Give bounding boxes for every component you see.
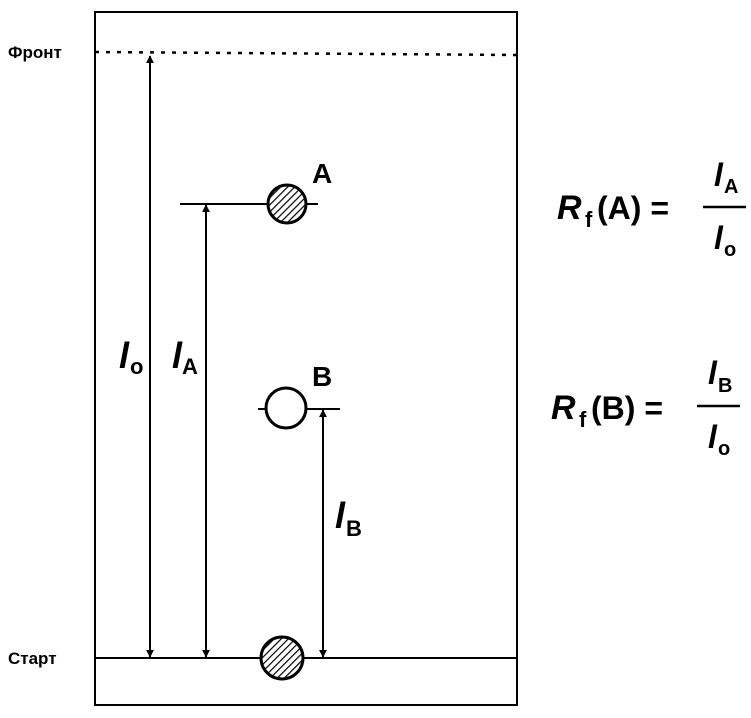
svg-text:(A) =: (A) =	[597, 190, 669, 226]
start-label: Старт	[8, 649, 57, 668]
solvent-front-line	[94, 50, 518, 57]
formula-rf-a: R f (A) = l A l o	[557, 157, 746, 261]
svg-text:R: R	[557, 189, 582, 227]
svg-text:B: B	[346, 516, 362, 541]
svg-text:o: o	[130, 354, 143, 379]
svg-text:A: A	[724, 176, 738, 198]
svg-text:l: l	[172, 335, 183, 376]
svg-text:f: f	[579, 407, 587, 432]
l0-label: l o	[119, 335, 143, 379]
la-label: l A	[172, 335, 198, 379]
start-spot	[259, 635, 305, 681]
spot-a	[266, 183, 308, 225]
spot-a-label: A	[312, 158, 332, 189]
svg-text:B: B	[718, 375, 732, 397]
spot-b	[264, 386, 308, 430]
formula-rf-b: R f (B) = l B l o	[551, 355, 740, 460]
tlc-plate	[94, 11, 518, 706]
spot-b-label: B	[312, 361, 332, 392]
svg-text:l: l	[335, 495, 346, 536]
svg-text:(B) =: (B) =	[591, 390, 663, 426]
svg-text:f: f	[585, 207, 593, 232]
svg-text:A: A	[182, 354, 198, 379]
svg-text:l: l	[119, 335, 130, 376]
svg-text:l: l	[708, 355, 718, 391]
svg-text:R: R	[551, 389, 576, 427]
svg-text:l: l	[708, 419, 718, 455]
front-label: Фронт	[8, 43, 62, 62]
svg-text:o: o	[718, 438, 730, 460]
svg-text:o: o	[724, 239, 736, 261]
svg-text:l: l	[714, 220, 724, 256]
lb-label: l B	[335, 495, 362, 541]
svg-text:l: l	[714, 157, 724, 193]
